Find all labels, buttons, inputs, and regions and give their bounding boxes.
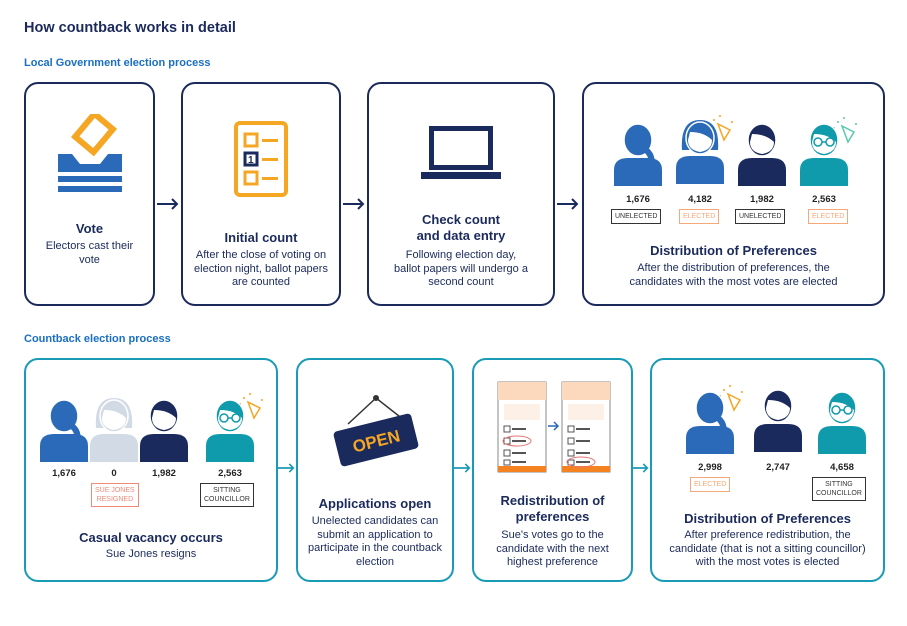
vote-count: 0 [111, 468, 117, 479]
step-body: After the distribution of preferences, t… [629, 262, 838, 288]
status-badge: ELECTED [808, 209, 849, 224]
svg-text:1: 1 [248, 155, 254, 166]
step-title: Distribution of Preferences [684, 511, 851, 526]
candidate-icon [752, 386, 804, 452]
arrow-right-icon [343, 198, 365, 210]
status-badge: UNELECTED [735, 209, 786, 224]
step-title: Vote [75, 221, 104, 236]
step-vote: Vote Electors cast their vote [24, 82, 155, 306]
arrow-right-icon [631, 463, 649, 473]
step-body: Unelected candidates can submit an appli… [308, 515, 442, 568]
step-distribution: 1,676 4,182 1,982 2,563 UNELECTED ELECTE… [582, 82, 885, 306]
confetti-icon [709, 115, 733, 142]
arrow-right-icon [157, 198, 179, 210]
candidate-icon [88, 396, 140, 462]
candidate-icon [38, 396, 90, 462]
candidate-icon [612, 120, 664, 186]
page-title: How countback works in detail [24, 20, 236, 36]
open-sign-icon: OPEN [333, 395, 419, 467]
status-badge: ELECTED [690, 477, 731, 492]
step-body: After preference redistribution, the can… [669, 529, 866, 568]
vote-count: 2,563 [812, 194, 836, 205]
arrow-right-icon [277, 463, 295, 473]
candidate-icon [138, 396, 190, 462]
candidate-icon [204, 393, 263, 462]
vote-count: 2,563 [218, 468, 242, 479]
step-body: After the close of voting on election ni… [194, 249, 328, 288]
step-applications-open: OPEN Applications open Unelected candida… [296, 358, 454, 582]
candidate-icon [674, 115, 733, 184]
candidate-icon [736, 120, 788, 186]
local-section-heading: Local Government election process [24, 57, 211, 69]
step-body: Sue's votes go to the candidate with the… [496, 529, 609, 568]
vote-count: 2,747 [766, 462, 790, 473]
laptop-icon [421, 126, 501, 179]
candidate-icon [816, 388, 868, 454]
vote-count: 1,676 [626, 194, 650, 205]
step-title: Applications open [318, 496, 432, 511]
candidate-icon [684, 385, 743, 454]
arrow-right-icon [453, 463, 471, 473]
status-badge: UNELECTED [611, 209, 662, 224]
step-body: Electors cast their vote [45, 240, 134, 266]
ballot-box-icon [58, 114, 122, 192]
step-title: Initial count [224, 230, 298, 245]
vote-count: 4,182 [688, 194, 712, 205]
ballot-papers-icon [497, 381, 611, 473]
vote-count: 1,982 [750, 194, 774, 205]
step-body: Following election day, ballot papers wi… [394, 249, 528, 288]
vote-count: 4,658 [830, 462, 854, 473]
status-badge: ELECTED [679, 209, 720, 224]
confetti-icon [719, 385, 743, 412]
clipboard-checklist-icon: 1 [234, 121, 288, 197]
countback-section-heading: Countback election process [24, 333, 171, 345]
step-title: Casual vacancy occurs [79, 530, 223, 545]
vote-count: 1,982 [152, 468, 176, 479]
step-initial-count: 1 Initial count After the close of votin… [181, 82, 341, 306]
candidate-icon [798, 117, 857, 186]
vote-count: 1,676 [52, 468, 76, 479]
step-title: Distribution of Preferences [650, 243, 817, 258]
step-body: Sue Jones resigns [105, 548, 197, 560]
arrow-right-icon [557, 198, 579, 210]
vote-count: 2,998 [698, 462, 722, 473]
